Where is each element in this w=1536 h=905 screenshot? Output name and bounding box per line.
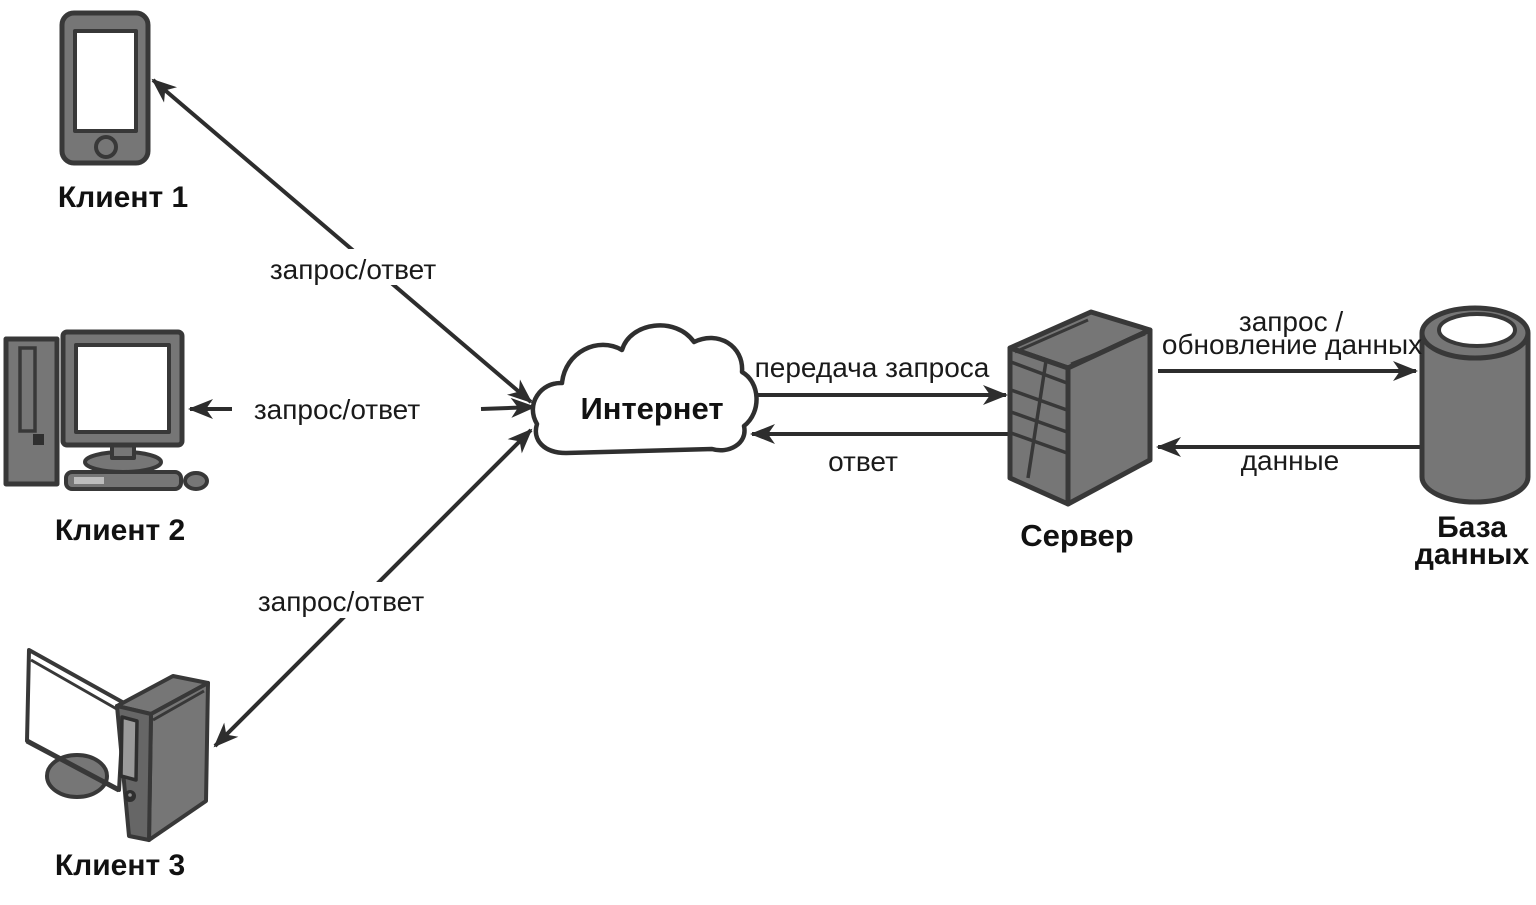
smartphone-icon: [59, 10, 151, 166]
database-label-line2: данных: [1415, 538, 1530, 571]
desktop-computer-icon: [3, 329, 209, 491]
label-backing: [247, 582, 437, 618]
edge-client2-internet-right: [480, 397, 536, 418]
edge-labels-layer: запрос/ответ запрос/ответ запрос/ответ п…: [247, 249, 1422, 618]
database-cylinder-icon: [1419, 305, 1531, 505]
edge-server-to-database-label-line2: обновление данных: [1162, 329, 1422, 360]
server-tower-icon: [1007, 309, 1153, 507]
client2-label: Клиент 2: [55, 514, 185, 547]
edge-client3-internet-label: запрос/ответ: [258, 586, 424, 617]
edges-layer: [151, 78, 1421, 748]
edge-server-to-database-label-line1: запрос /: [1239, 306, 1343, 337]
database-label-line1: База: [1437, 511, 1507, 544]
cloud-icon: [530, 323, 759, 456]
client3-label: Клиент 3: [55, 849, 185, 882]
label-backing: [258, 249, 448, 285]
edge-database-to-server-label: данные: [1241, 445, 1340, 476]
edge-client1-internet-label: запрос/ответ: [270, 254, 436, 285]
edge-server-to-internet-label: ответ: [828, 446, 898, 477]
edge-client1-internet: [151, 78, 533, 404]
server-label: Сервер: [1020, 518, 1133, 553]
edge-client2-internet-label: запрос/ответ: [254, 394, 420, 425]
edge-internet-to-server-label: передача запроса: [755, 352, 990, 383]
internet-label: Интернет: [580, 391, 723, 426]
workstation-computer-icon: [25, 648, 210, 842]
client1-label: Клиент 1: [58, 181, 188, 214]
